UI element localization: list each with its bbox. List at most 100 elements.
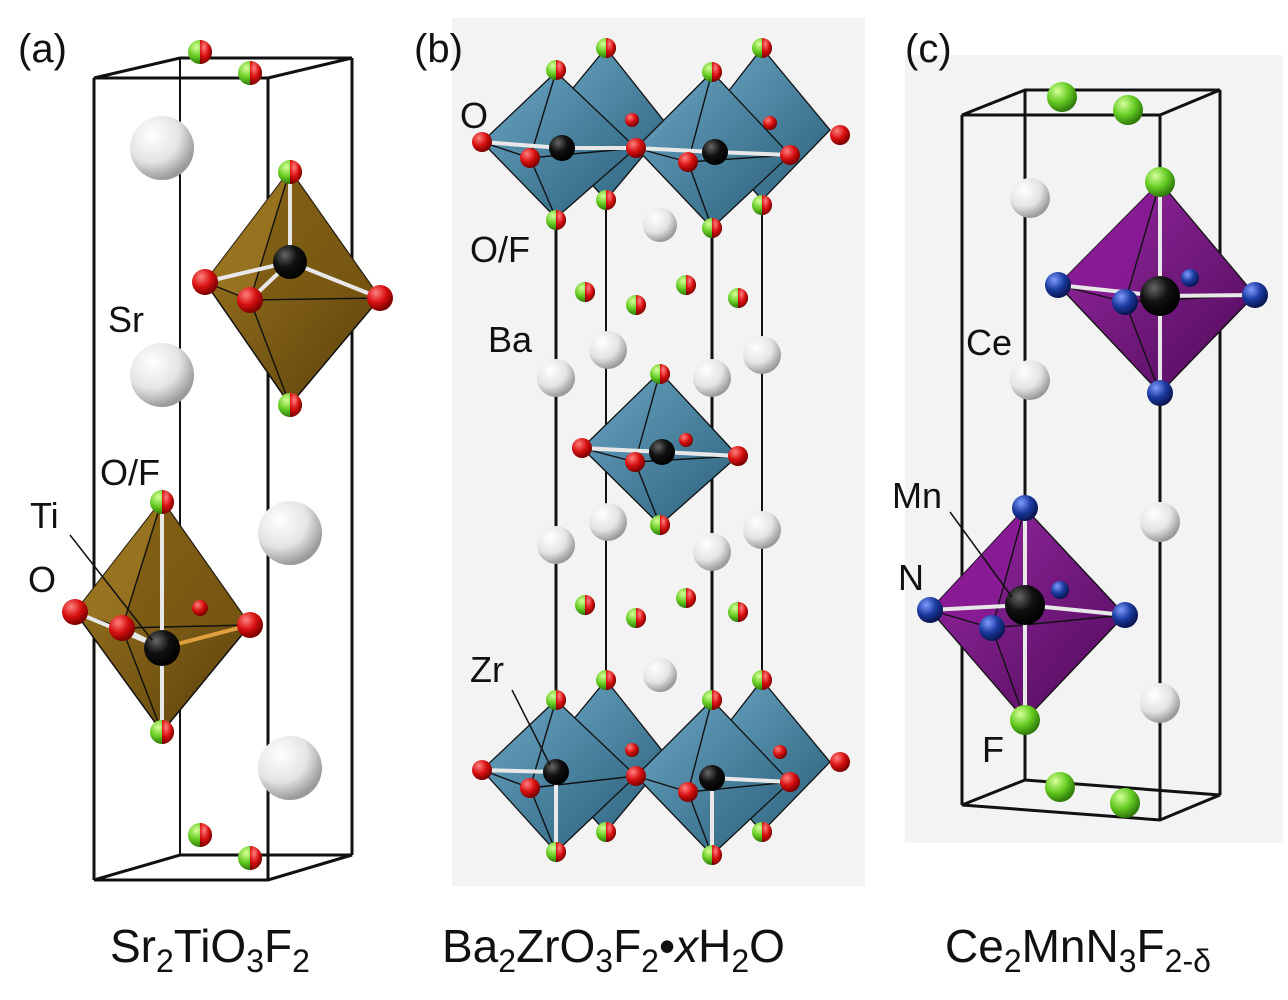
panel-c-label: (c)	[905, 27, 952, 71]
oxygen-fluorine-site	[702, 62, 722, 82]
oxygen-fluorine-site	[650, 364, 670, 384]
caption-segment: F	[264, 920, 292, 972]
oxygen-fluorine-site	[752, 822, 772, 842]
oxygen-fluorine-site	[278, 393, 302, 417]
oxygen-atom	[830, 752, 850, 772]
oxygen-fluorine-site	[728, 602, 748, 622]
zr-atom	[699, 765, 725, 791]
oxygen-fluorine-site	[546, 210, 566, 230]
oxygen-atom	[728, 446, 748, 466]
oxygen-fluorine-site	[150, 720, 174, 744]
oxygen-fluorine-site	[188, 40, 212, 64]
ti-atom	[144, 630, 180, 666]
atom-label-o-f: O/F	[100, 452, 160, 493]
oxygen-fluorine-site	[546, 690, 566, 710]
oxygen-atom	[572, 438, 592, 458]
sr-atom	[258, 501, 322, 565]
zr-atom	[649, 439, 675, 465]
caption-segment: MnN	[1022, 920, 1119, 972]
caption-segment: 2	[156, 943, 174, 979]
oxygen-atom	[678, 782, 698, 802]
oxygen-fluorine-site	[546, 60, 566, 80]
oxygen-fluorine-site	[150, 490, 174, 514]
oxygen-fluorine-site	[546, 842, 566, 862]
fluorine-atom	[1010, 705, 1040, 735]
atom-label-ti: Ti	[30, 495, 59, 536]
caption-segment: Ba	[442, 920, 499, 972]
oxygen-atom	[626, 138, 646, 158]
caption-segment: F	[1137, 920, 1165, 972]
oxygen-atom	[237, 287, 263, 313]
oxygen-atom	[192, 600, 208, 616]
oxygen-atom	[520, 148, 540, 168]
oxygen-fluorine-site	[575, 282, 595, 302]
oxygen-atom	[780, 145, 800, 165]
oxygen-atom	[472, 760, 492, 780]
nitrogen-atom	[979, 615, 1005, 641]
ba-atom	[537, 359, 575, 397]
ba-atom	[693, 359, 731, 397]
caption-segment: 2	[292, 943, 310, 979]
sr-atom	[130, 343, 194, 407]
oxygen-atom	[626, 766, 646, 786]
caption-segment: 3	[246, 943, 264, 979]
oxygen-atom	[763, 116, 777, 130]
caption-segment: F	[613, 920, 641, 972]
oxygen-fluorine-site	[596, 670, 616, 690]
ba-atom	[589, 503, 627, 541]
oxygen-fluorine-site	[596, 38, 616, 58]
fluorine-atom	[1113, 95, 1143, 125]
ba-atom	[693, 533, 731, 571]
fluorine-atom	[1047, 82, 1077, 112]
oxygen-atom	[678, 152, 698, 172]
oxygen-fluorine-site	[728, 288, 748, 308]
caption-segment: Sr	[110, 920, 156, 972]
atom-label-o: O	[460, 95, 488, 136]
oxygen-fluorine-site	[596, 190, 616, 210]
oxygen-fluorine-site	[752, 38, 772, 58]
oxygen-fluorine-site	[278, 160, 302, 184]
oxygen-fluorine-site	[676, 588, 696, 608]
panel-a-structure: (a) Sr O/F Ti O Sr2TiO3F2	[18, 27, 393, 979]
oxygen-atom	[679, 433, 693, 447]
mn-leader-line	[949, 511, 1013, 598]
caption-segment: 2	[641, 943, 659, 979]
caption-segment: O	[749, 920, 785, 972]
caption-segment: 2	[1004, 943, 1022, 979]
fluorine-atom	[1145, 167, 1175, 197]
caption-segment: Ce	[945, 920, 1004, 972]
ba-atom	[537, 526, 575, 564]
mn-octahedron-upper	[1045, 167, 1268, 406]
oxygen-atom	[625, 743, 639, 757]
zr-octahedra-top-layer	[472, 46, 850, 229]
oxygen-atom	[830, 125, 850, 145]
nitrogen-atom	[1147, 380, 1173, 406]
panel-b-label: (b)	[414, 27, 463, 71]
oxygen-fluorine-site	[702, 845, 722, 865]
ce-atom	[1010, 178, 1050, 218]
atom-label-ba: Ba	[488, 319, 533, 360]
nitrogen-atom	[1112, 602, 1138, 628]
panel-c-structure: (c) Ce Mn N F Ce2MnN3F2-δ	[892, 27, 1268, 979]
nitrogen-atom	[1112, 289, 1138, 315]
oxygen-atom	[192, 269, 218, 295]
zr-atom	[543, 759, 569, 785]
mn-octahedron-lower	[917, 495, 1138, 735]
atom-label-f: F	[982, 729, 1004, 770]
atom-label-o: O	[28, 559, 56, 600]
ba-atom	[743, 336, 781, 374]
panel-c-caption: Ce2MnN3F2-δ	[945, 920, 1211, 979]
caption-segment: x	[673, 920, 700, 972]
caption-segment: ZrO	[516, 920, 595, 972]
nitrogen-atom	[917, 597, 943, 623]
oxygen-fluorine-site	[752, 670, 772, 690]
oxygen-atom	[367, 285, 393, 311]
oxygen-atom	[237, 612, 263, 638]
oxygen-atom	[472, 132, 492, 152]
oxygen-atom	[625, 113, 639, 127]
nitrogen-atom	[1045, 272, 1071, 298]
caption-segment: 2	[731, 943, 749, 979]
oxygen-atom	[625, 452, 645, 472]
oxygen-atom	[780, 772, 800, 792]
caption-segment: H	[698, 920, 731, 972]
